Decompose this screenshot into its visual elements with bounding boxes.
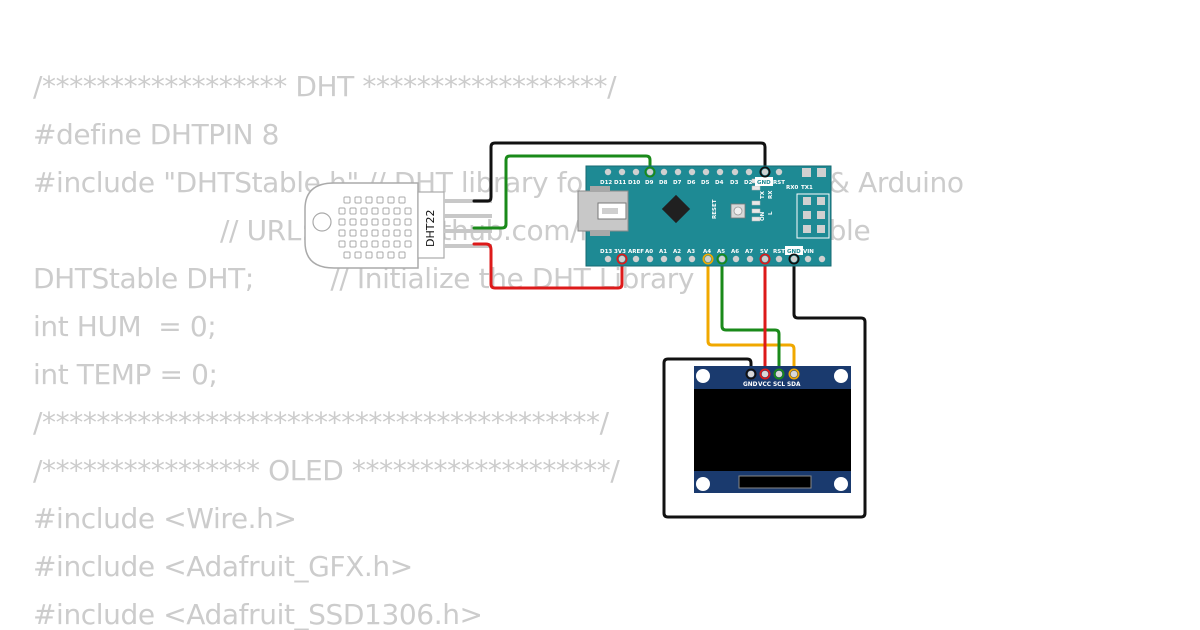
- arduino-nano[interactable]: RESET TX RX ON L RX0 TX1 D12 D11 D10 D: [577, 165, 832, 267]
- top-pin-label-2: D10: [628, 180, 640, 186]
- bottom-pin-label-10: A7: [745, 249, 753, 255]
- bottom-pin-label-3: A0: [645, 249, 653, 255]
- oled-mount-hole-tr: [834, 369, 848, 383]
- code-line-5: DHTStable DHT; // Initialize the DHT Lib…: [33, 262, 694, 295]
- code-line-11: #include <Adafruit_GFX.h>: [33, 550, 413, 583]
- top-pin-label-6: D6: [687, 180, 696, 186]
- oled-mount-hole-bl: [696, 477, 710, 491]
- top-pin-row: [604, 168, 783, 176]
- wire-oled-sda[interactable]: [706, 257, 796, 376]
- bottom-pin-label-7: A4: [703, 249, 711, 255]
- dht22-mount-hole: [312, 212, 332, 232]
- l-led-label: L: [768, 211, 774, 215]
- bottom-pin-label-8: A5: [717, 249, 725, 255]
- top-pin-label-3: D9: [645, 180, 654, 186]
- code-line-10: #include <Wire.h>: [33, 502, 297, 535]
- top-pin-label-10: D2: [744, 180, 753, 186]
- bottom-pin-label-12: RST: [773, 249, 785, 255]
- bottom-pin-label-9: A6: [731, 249, 739, 255]
- bottom-pin-label-1: 3V3: [614, 249, 626, 255]
- oled-mount-hole-br: [834, 477, 848, 491]
- rx0-label: RX0: [786, 185, 798, 191]
- top-pin-label-9: D3: [730, 180, 739, 186]
- wire-end-caps: [616, 166, 800, 265]
- oled-ribbon: [738, 475, 812, 489]
- wire-oled-gnd[interactable]: [662, 257, 867, 519]
- rx-led-label: RX: [768, 190, 774, 199]
- bottom-pin-label-6: A3: [687, 249, 695, 255]
- oled-pin-sda: SDA: [787, 382, 801, 388]
- top-pin-label-1: D11: [614, 180, 626, 186]
- gnd-highlight: [755, 177, 773, 186]
- top-pin-label-11: GND: [757, 180, 771, 186]
- code-line-12: #include <Adafruit_SSD1306.h>: [33, 598, 483, 630]
- top-pin-label-8: D4: [715, 180, 724, 186]
- oled-screen: [694, 389, 851, 471]
- reset-button[interactable]: [730, 203, 746, 219]
- top-pin-label-7: D5: [701, 180, 710, 186]
- code-line-2: #define DHTPIN 8: [33, 118, 280, 151]
- oled-display[interactable]: GND VCC SCL SDA: [694, 366, 851, 493]
- oled-mount-hole-tl: [696, 369, 710, 383]
- microcontroller-chip: [661, 194, 691, 224]
- oled-pin-gnd: GND: [743, 382, 758, 388]
- bottom-pin-label-11: 5V: [760, 249, 769, 255]
- code-line-8: /***************************************…: [33, 406, 609, 439]
- tx1-label: TX1: [801, 185, 813, 191]
- tx-led-label: TX: [760, 190, 766, 199]
- dht22-vent-grid: [338, 196, 412, 259]
- bottom-pin-labels: D13 3V3 AREF A0 A1 A2 A3 A4 A5 A6 A7 5V …: [600, 249, 814, 255]
- top-pin-label-12: RST: [773, 180, 785, 186]
- dht22-pins: [444, 199, 492, 248]
- icsp-header: [796, 193, 830, 239]
- wire-dht-data[interactable]: [472, 154, 652, 230]
- top-pin-label-4: D8: [659, 180, 668, 186]
- bottom-pin-label-14: VIN: [803, 249, 814, 255]
- wire-dht-vcc[interactable]: [472, 242, 624, 290]
- rx0-pad: [802, 168, 811, 177]
- bottom-pin-label-13: GND: [787, 249, 801, 255]
- reset-label: RESET: [712, 199, 718, 219]
- wire-dht-gnd[interactable]: [472, 141, 767, 203]
- usb-connector: [577, 186, 629, 236]
- top-pin-label-0: D12: [600, 180, 612, 186]
- top-pin-labels: D12 D11 D10 D9 D8 D7 D6 D5 D4 D3 D2 GND …: [600, 180, 785, 186]
- code-line-6: int HUM = 0;: [33, 310, 217, 343]
- bottom-pin-row: [604, 255, 826, 263]
- tx1-pad: [817, 168, 826, 177]
- code-line-7: int TEMP = 0;: [33, 358, 218, 391]
- oled-pin-scl: SCL: [773, 382, 785, 388]
- code-line-9: /**************** OLED *****************…: [33, 454, 620, 487]
- gnd-bottom-highlight: [785, 246, 803, 255]
- oled-pin-pads: [747, 370, 798, 378]
- bottom-pin-label-2: AREF: [628, 249, 644, 255]
- bottom-pin-label-0: D13: [600, 249, 612, 255]
- bottom-pin-label-5: A2: [673, 249, 681, 255]
- bottom-pin-label-4: A1: [659, 249, 667, 255]
- dht22-sensor[interactable]: DHT22: [304, 182, 492, 269]
- wire-oled-scl[interactable]: [720, 257, 781, 376]
- oled-pin-vcc: VCC: [758, 382, 771, 388]
- on-led-label: ON: [760, 211, 766, 221]
- code-line-1: /****************** DHT ****************…: [33, 70, 617, 103]
- dht22-label: DHT22: [424, 210, 437, 247]
- top-pin-label-5: D7: [673, 180, 682, 186]
- oled-pin-caps: [745, 368, 800, 380]
